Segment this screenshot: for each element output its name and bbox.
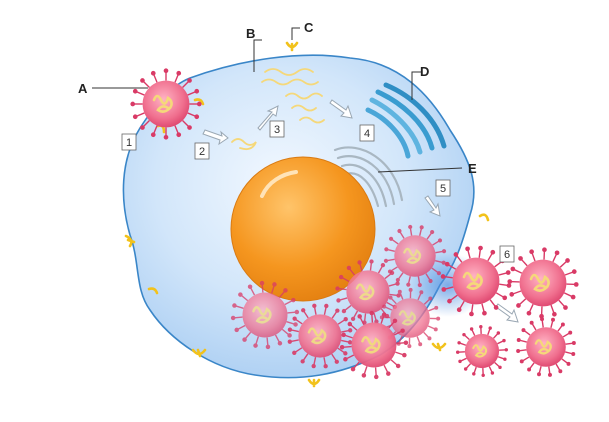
label-d: D [420, 64, 429, 79]
step-4: 4 [364, 128, 370, 140]
viral-rna-strands [231, 68, 325, 151]
nucleus [230, 156, 376, 302]
step-boxes: 1 2 3 4 5 6 [121, 120, 515, 263]
virus-particle [455, 324, 509, 378]
virus-particle [383, 224, 447, 288]
virus-particle [507, 247, 579, 319]
golgi-apparatus [365, 82, 447, 159]
virus-particle [287, 303, 353, 369]
virus-particle [440, 245, 512, 317]
step-1: 1 [126, 137, 132, 149]
virus-particle [379, 287, 441, 349]
label-b: B [246, 26, 255, 41]
step-3: 3 [274, 124, 280, 136]
virus-particle [339, 310, 409, 380]
nucleus-highlight [260, 170, 298, 198]
step-arrows [202, 99, 519, 323]
leader-lines [92, 27, 463, 173]
label-e: E [468, 161, 477, 176]
virus-particle [230, 280, 300, 350]
label-c: C [304, 20, 314, 35]
step-6: 6 [504, 249, 510, 261]
virus-particle [516, 317, 576, 377]
endoplasmic-reticulum [333, 146, 404, 208]
label-a: A [78, 81, 88, 96]
step-5: 5 [440, 183, 446, 195]
virus-particle [130, 68, 202, 140]
step-2: 2 [199, 146, 205, 158]
virus-layer [130, 68, 579, 380]
